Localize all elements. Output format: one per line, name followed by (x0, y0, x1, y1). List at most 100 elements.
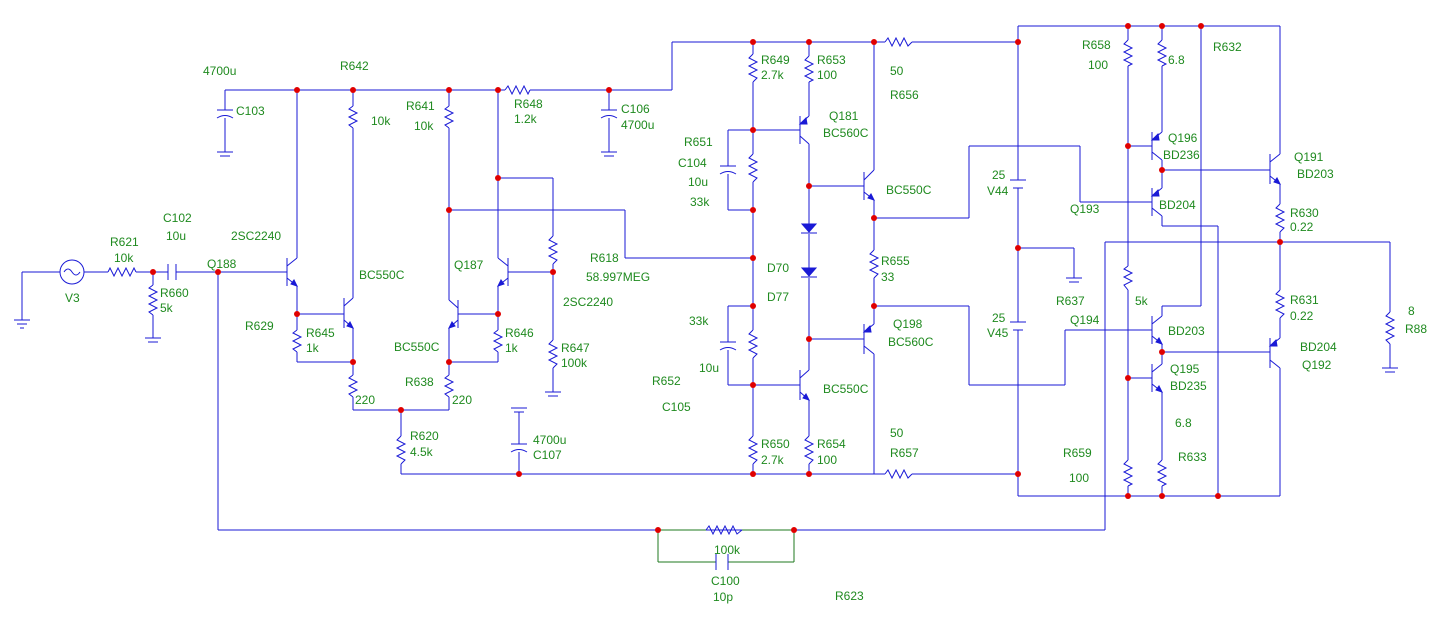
q193-type: BD204 (1159, 198, 1196, 212)
q198-type: BC560C (888, 335, 934, 349)
r642-label: R642 (340, 59, 369, 73)
d70-label: D70 (767, 261, 789, 275)
r660-label: R660 (160, 286, 189, 300)
v45-label: V45 (987, 326, 1009, 340)
c102-value: 10u (166, 229, 186, 243)
r88-value: 8 (1408, 304, 1415, 318)
r623-value: 100k (714, 543, 741, 557)
r651-value: 33k (690, 195, 710, 209)
c105-label: C105 (662, 400, 691, 414)
bc550c-a-label: BC550C (359, 268, 405, 282)
bc550c-b-label: BC550C (394, 340, 440, 354)
r629-label: R629 (245, 319, 274, 333)
r648-label: R648 (514, 97, 543, 111)
c100-label: C100 (711, 574, 740, 588)
c103-value: 4700u (203, 64, 236, 78)
r637-label: R637 (1056, 294, 1085, 308)
r630-value: 0.22 (1290, 220, 1314, 234)
r630-label: R630 (1290, 206, 1319, 220)
r631-label: R631 (1290, 293, 1319, 307)
r618-label: R618 (590, 251, 619, 265)
r629-value: 220 (355, 393, 375, 407)
q191-type: BD203 (1297, 167, 1334, 181)
q187-type: 2SC2240 (563, 295, 613, 309)
ground-icons (14, 151, 1398, 413)
resistor-icons-h (107, 36, 913, 480)
c103-label: C103 (236, 104, 265, 118)
q196-label: Q196 (1168, 131, 1198, 145)
r659-value: 100 (1069, 471, 1089, 485)
q192-type: BD204 (1300, 340, 1337, 354)
c107-label: C107 (533, 448, 562, 462)
r633-label: R633 (1178, 450, 1207, 464)
r633-value: 6.8 (1175, 416, 1192, 430)
resistor-icons-v (147, 39, 1396, 487)
q181-label: Q181 (829, 109, 859, 123)
q192-label: Q192 (1302, 358, 1332, 372)
r632-value: 6.8 (1168, 53, 1185, 67)
component-labels: 4700u C103 R642 R641 10k 10k R648 1.2k C… (65, 38, 1427, 604)
r660-value: 5k (160, 301, 174, 315)
r621-value: 10k (114, 251, 134, 265)
r658-value: 100 (1088, 58, 1108, 72)
r650-label: R650 (761, 437, 790, 451)
r88-label: R88 (1405, 322, 1427, 336)
c104-value: 10u (688, 175, 708, 189)
r652-value: 33k (689, 314, 709, 328)
q187-label: Q187 (454, 258, 484, 272)
v44-label: V44 (987, 184, 1009, 198)
r647-label: R647 (561, 341, 590, 355)
transistor-icons (278, 115, 1281, 401)
r656-value: 50 (890, 64, 904, 78)
r620-value: 4.5k (410, 445, 434, 459)
r651-label: R651 (684, 135, 713, 149)
r657-label: R657 (890, 446, 919, 460)
r632-label: R632 (1213, 40, 1242, 54)
c106-value: 4700u (621, 118, 654, 132)
v44-value: 25 (992, 168, 1006, 182)
q195-label: Q195 (1170, 362, 1200, 376)
r649-value: 2.7k (761, 68, 785, 82)
r656-label: R656 (890, 88, 919, 102)
r655-value: 33 (881, 270, 895, 284)
r642-value: 10k (371, 114, 391, 128)
r653-value: 100 (817, 68, 837, 82)
q194-label: Q194 (1070, 313, 1100, 327)
components (14, 36, 1398, 487)
junction-dots (150, 23, 1283, 533)
r631-value: 0.22 (1290, 309, 1314, 323)
wires-green (657, 529, 795, 563)
r648-value: 1.2k (514, 112, 538, 126)
c102-label: C102 (163, 211, 192, 225)
r659-label: R659 (1063, 446, 1092, 460)
v3-source-icon (56, 259, 88, 285)
bc550c-d-label: BC550C (823, 382, 869, 396)
r621-label: R621 (110, 235, 139, 249)
r646-value: 1k (505, 341, 519, 355)
q188-label: Q188 (207, 257, 237, 271)
c105-value: 10u (699, 361, 719, 375)
q195-type: BD235 (1170, 379, 1207, 393)
r637-value: 5k (1135, 294, 1149, 308)
v3-label: V3 (65, 291, 80, 305)
diode-icons (800, 223, 818, 278)
r650-value: 2.7k (761, 453, 785, 467)
r658-label: R658 (1082, 38, 1111, 52)
c107-value: 4700u (533, 433, 566, 447)
v45-value: 25 (992, 311, 1006, 325)
r647-value: 100k (561, 356, 588, 370)
d77-label: D77 (767, 290, 789, 304)
q196-type: BD236 (1163, 148, 1200, 162)
r641-label: R641 (406, 99, 435, 113)
r649-label: R649 (761, 53, 790, 67)
q198-label: Q198 (893, 317, 923, 331)
c100-value: 10p (713, 590, 733, 604)
r653-label: R653 (817, 53, 846, 67)
r657-value: 50 (890, 426, 904, 440)
feedback-network (705, 524, 743, 570)
q188-type: 2SC2240 (231, 229, 281, 243)
q191-label: Q191 (1294, 150, 1324, 164)
r652-label: R652 (652, 374, 681, 388)
bc550c-c-label: BC550C (886, 183, 932, 197)
r638-value: 220 (452, 393, 472, 407)
